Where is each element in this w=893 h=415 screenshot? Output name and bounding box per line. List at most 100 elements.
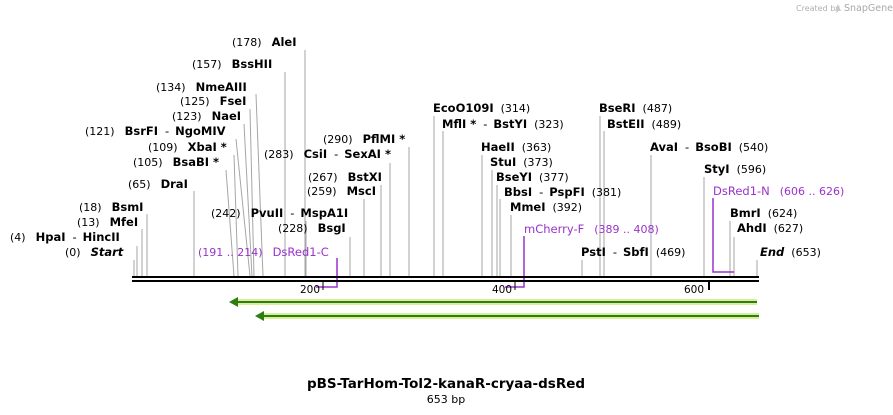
site-label-fsei-part-1: FseI <box>220 94 247 108</box>
site-label-stui: StuI(373) <box>490 155 553 169</box>
site-label-bseyi: BseYI(377) <box>496 170 569 184</box>
site-label-eco-part-1: (314) <box>501 102 531 115</box>
site-label-end: End (653) <box>760 245 821 259</box>
site-label-bmri: BmrI(624) <box>730 206 797 220</box>
site-label-nmeaiii-part-0: (134) <box>156 81 186 94</box>
site-label-bsabi-part-1: BsaBI * <box>173 155 219 169</box>
site-label-start-part-1: Start <box>91 245 124 259</box>
site-label-bstxi: (267)BstXI <box>308 170 382 184</box>
site-label-bbsi-part-2: PspFI <box>549 185 584 199</box>
site-label-bbsi-part-0: BbsI <box>504 185 532 199</box>
site-label-styi-part-0: StyI <box>704 162 730 176</box>
site-label-haeii-part-0: HaeII <box>481 140 515 154</box>
site-label-bseyi-part-1: (377) <box>539 171 569 184</box>
site-label-fsei-part-0: (125) <box>180 95 210 108</box>
site-label-stui-part-1: (373) <box>523 156 553 169</box>
site-label-hpai: (4)HpaI-HincII <box>10 230 120 244</box>
site-label-pstI-part-0: PstI <box>581 245 606 259</box>
site-label-haeii-part-1: (363) <box>522 141 552 154</box>
site-label-bsrfi-part-1: BsrFI <box>125 124 158 138</box>
site-label-pvuii-part-1: PvuII <box>251 206 284 220</box>
site-label-end-part-1: (653) <box>791 246 821 259</box>
site-label-nmeaiii-part-1: NmeAIII <box>196 80 247 94</box>
feature-arrow-1 <box>229 297 757 307</box>
site-label-mfei: (13)MfeI <box>77 215 138 229</box>
site-label-ahdi-part-1: (627) <box>774 222 804 235</box>
site-label-pstI: PstI-SbfI(469) <box>581 245 685 259</box>
site-label-mcherry-part-1: (389 .. 408) <box>594 223 659 236</box>
site-label-mcherry: mCherry-F(389 .. 408) <box>524 222 659 236</box>
site-label-hpai-part-2: - <box>73 230 77 244</box>
site-label-pvuii-part-0: (242) <box>211 207 241 220</box>
site-label-avai-part-1: - <box>685 140 689 154</box>
site-label-bsteii-part-0: BstEII <box>607 117 645 131</box>
leader-naei <box>243 123 253 277</box>
site-label-bbsi-part-1: - <box>539 185 543 199</box>
site-label-pvuii-part-3: MspA1I <box>300 206 348 220</box>
site-label-naei: (123) NaeI <box>172 109 241 123</box>
site-label-csii-part-1: CsiI <box>304 147 328 161</box>
site-label-csii-part-3: SexAI * <box>344 147 391 161</box>
scale-label-600: 600 <box>684 284 704 296</box>
site-label-drai-part-0: (65) <box>128 178 151 191</box>
site-label-bsmi: (18)BsmI <box>79 200 143 214</box>
site-label-ahdi-part-0: AhdI <box>737 221 767 235</box>
leader-fsei <box>249 108 255 277</box>
site-label-pvuii: (242) PvuII-MspA1I <box>211 206 348 220</box>
leader-bsrfi <box>235 138 251 277</box>
site-label-csii-part-0: (283) <box>264 148 294 161</box>
site-label-pflmi: (290) PflMI * <box>323 132 405 146</box>
site-label-dsredn: DsRed1-N(606 .. 626) <box>713 184 844 198</box>
site-label-mmei: MmeI (392) <box>510 200 582 214</box>
site-label-end-part-0: End <box>760 245 785 259</box>
site-label-haeii: HaeII (363) <box>481 140 551 154</box>
site-label-naei-part-1: NaeI <box>212 109 241 123</box>
site-label-naei-part-0: (123) <box>172 110 202 123</box>
leader-nmeaiii <box>255 93 264 277</box>
site-label-bsgi-part-0: (228) <box>278 222 308 235</box>
site-label-bseri-part-0: BseRI <box>599 101 636 115</box>
site-label-mfli-part-1: - <box>483 117 487 131</box>
site-label-dsredc: (191 .. 214)DsRed1-C <box>198 245 329 259</box>
map-title: pBS-TarHom-Tol2-kanaR-cryaa-dsRed <box>307 376 585 392</box>
site-label-bsabi: (105)BsaBI * <box>133 155 219 169</box>
site-label-styi-part-1: (596) <box>737 163 767 176</box>
site-label-xbai-part-0: (109) <box>148 141 178 154</box>
site-label-mmei-part-1: (392) <box>553 201 583 214</box>
leader-bsabi <box>225 169 235 277</box>
site-label-bsrfi-part-0: (121) <box>85 125 115 138</box>
site-label-avai-part-0: AvaI <box>650 140 678 154</box>
site-label-ale1: (178) AleI <box>232 35 297 49</box>
site-label-mmei-part-0: MmeI <box>510 200 546 214</box>
snapgene-logo-icon <box>835 4 841 11</box>
site-label-dsredn-part-1: (606 .. 626) <box>780 185 845 198</box>
site-label-hpai-part-0: (4) <box>10 231 26 244</box>
site-label-ahdi: AhdI (627) <box>737 221 803 235</box>
site-label-bbsi: BbsI-PspFI(381) <box>504 185 621 199</box>
scale-label-400: 400 <box>492 284 512 296</box>
site-label-avai: AvaI-BsoBI(540) <box>650 140 768 154</box>
site-label-ale1-part-0: (178) <box>232 36 262 49</box>
site-label-mfli: MflI *-BstYI(323) <box>442 117 564 131</box>
site-label-bsgi-part-1: BsgI <box>318 221 346 235</box>
site-label-csii: (283) CsiI-SexAI * <box>264 147 391 161</box>
site-label-mfei-part-0: (13) <box>77 216 100 229</box>
site-label-ale1-part-1: AleI <box>272 35 297 49</box>
site-label-bsrfi-part-3: NgoMIV <box>175 124 225 138</box>
site-label-drai-part-1: DraI <box>161 177 188 191</box>
credit-brand: SnapGene <box>844 3 893 14</box>
site-label-pvuii-part-2: - <box>290 206 294 220</box>
site-label-pflmi-part-1: PflMI * <box>363 132 406 146</box>
leader-lines <box>133 50 758 277</box>
site-label-bmri-part-1: (624) <box>768 207 798 220</box>
site-labels: (178)AleI(157)BssHII(134)NmeAIII(125)Fse… <box>10 35 844 259</box>
site-label-xbai-part-1: XbaI * <box>188 140 227 154</box>
site-label-bseri-part-1: (487) <box>643 102 673 115</box>
site-label-pstI-part-2: SbfI <box>623 245 649 259</box>
site-label-bsshii-part-0: (157) <box>192 58 222 71</box>
site-label-mscl-part-1: MscI <box>347 184 376 198</box>
site-label-csii-part-2: - <box>334 147 338 161</box>
site-label-pflmi-part-0: (290) <box>323 133 353 146</box>
site-label-bsmi-part-1: BsmI <box>112 200 144 214</box>
